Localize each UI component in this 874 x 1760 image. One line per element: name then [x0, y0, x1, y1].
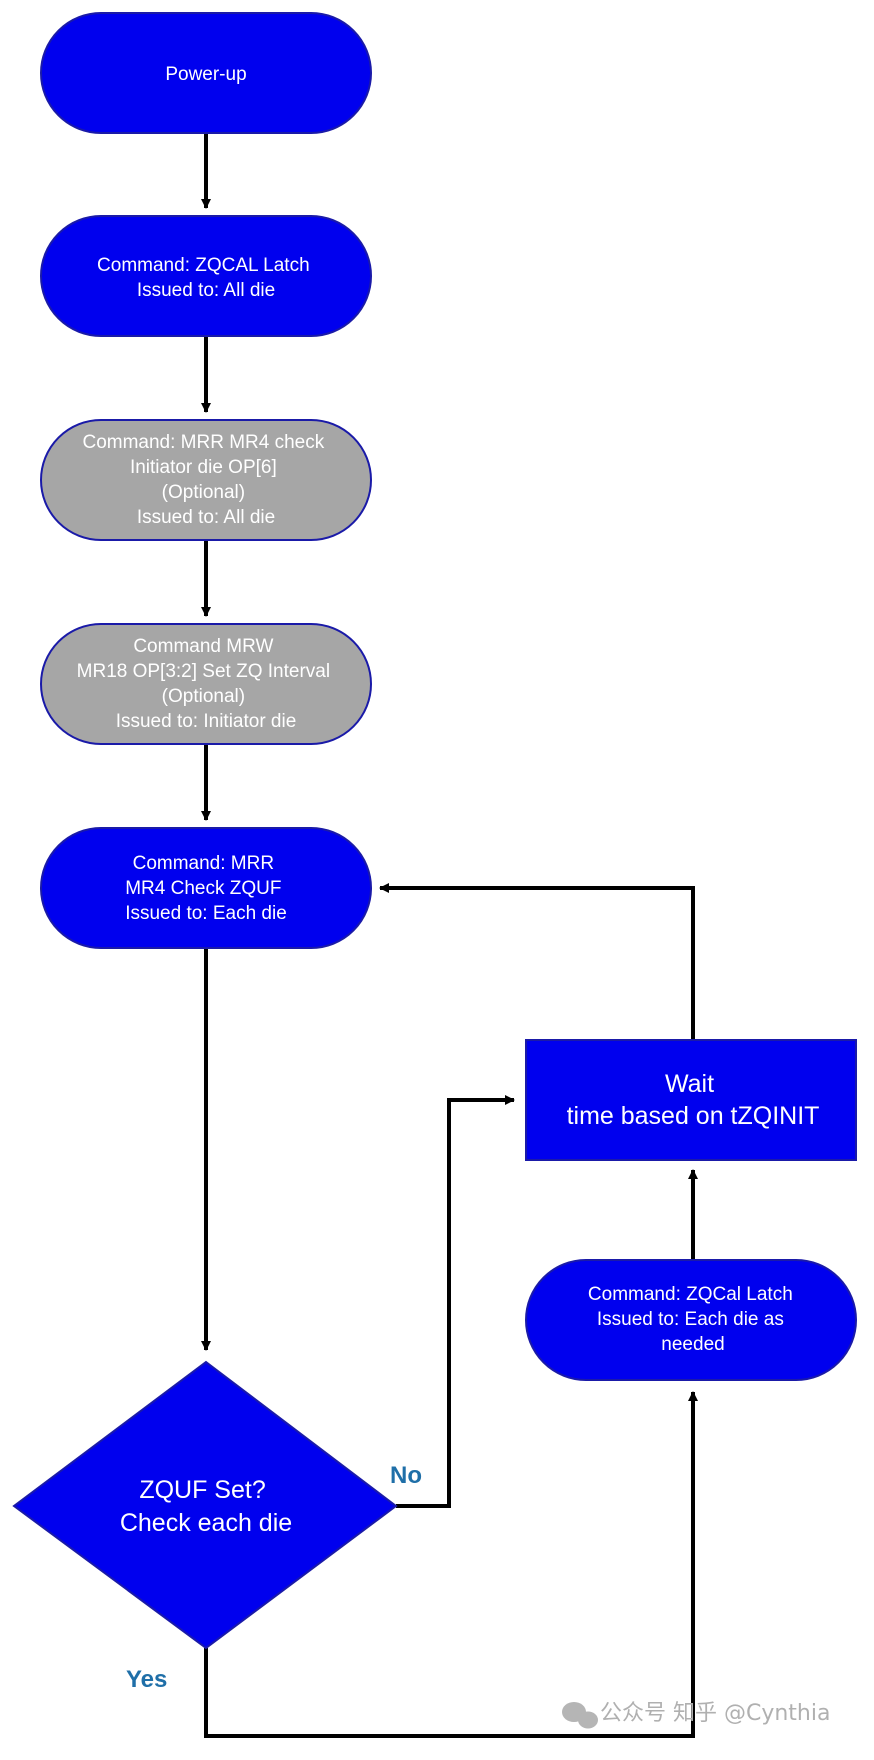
branch-label-no: No [390, 1462, 422, 1489]
node-line: Power-up [165, 64, 246, 85]
node-line: MR4 Check ZQUF [125, 878, 281, 899]
branch-label-yes: Yes [126, 1666, 167, 1693]
node-line: Wait [665, 1070, 714, 1098]
node-line: time based on tZQINIT [567, 1102, 820, 1130]
node-line: Issued to: Initiator die [116, 711, 297, 732]
node-zquf-decision: ZQUF Set? Check each die [12, 1360, 398, 1650]
node-line: Command MRW [133, 636, 273, 657]
node-mrr-check-zquf: Command: MRR MR4 Check ZQUF Issued to: E… [40, 827, 372, 949]
node-line: Issued to: Each die [125, 903, 287, 924]
node-label: Command: MRR MR4 Check ZQUF Issued to: E… [125, 853, 287, 924]
node-line: Issued to: All die [137, 507, 275, 528]
node-label: Command MRW MR18 OP[3:2] Set ZQ Interval… [77, 636, 336, 732]
node-line: Initiator die OP[6] [130, 457, 277, 478]
node-zqcal-latch-each: Command: ZQCal Latch Issued to: Each die… [525, 1259, 857, 1381]
connector-decision-no-to-wait [396, 1095, 515, 1508]
node-line: Command: ZQCal Latch [588, 1284, 793, 1305]
node-line: needed [661, 1334, 724, 1355]
node-label: Wait time based on tZQINIT [567, 1070, 820, 1130]
node-shape [525, 1259, 857, 1381]
node-shape [40, 12, 372, 134]
connector-wait-to-mrr-zquf [379, 883, 695, 1040]
node-label: Command: ZQCal Latch Issued to: Each die… [588, 1284, 798, 1355]
node-line: Command: MRR MR4 check [82, 432, 324, 453]
node-line: Check each die [120, 1509, 292, 1537]
node-line: MR18 OP[3:2] Set ZQ Interval [77, 661, 330, 682]
node-line: Issued to: Each die as [597, 1309, 784, 1330]
node-mrw-mr18: Command MRW MR18 OP[3:2] Set ZQ Interval… [40, 623, 372, 745]
node-shape [40, 215, 372, 337]
node-wait: Wait time based on tZQINIT [525, 1039, 857, 1161]
node-label: Command: MRR MR4 check Initiator die OP[… [82, 432, 329, 528]
node-shape [40, 827, 372, 949]
node-shape [525, 1039, 857, 1161]
node-shape [40, 623, 372, 745]
node-label: Power-up [165, 64, 246, 85]
node-line: Issued to: All die [137, 280, 275, 301]
watermark-text: 公众号 知乎 @Cynthia [600, 1701, 830, 1726]
node-shape [40, 419, 372, 541]
node-line: Command: MRR [133, 853, 274, 874]
watermark: 公众号 知乎 @Cynthia [562, 1701, 830, 1729]
node-line: ZQUF Set? [139, 1476, 265, 1504]
node-label: Command: ZQCAL Latch Issued to: All die [97, 255, 315, 301]
node-mrr-mr4-initiator: Command: MRR MR4 check Initiator die OP[… [40, 419, 372, 541]
node-line: Command: ZQCAL Latch [97, 255, 310, 276]
node-power-up: Power-up [40, 12, 372, 134]
wechat-icon [562, 1702, 598, 1729]
node-line: (Optional) [162, 482, 245, 503]
connectors [201, 133, 698, 1738]
node-label: ZQUF Set? Check each die [120, 1476, 292, 1537]
connector-decision-yes-to-zqcal-each [204, 1391, 698, 1738]
node-zqcal-latch-all: Command: ZQCAL Latch Issued to: All die [40, 215, 372, 337]
node-shape [12, 1360, 398, 1650]
node-line: (Optional) [162, 686, 245, 707]
